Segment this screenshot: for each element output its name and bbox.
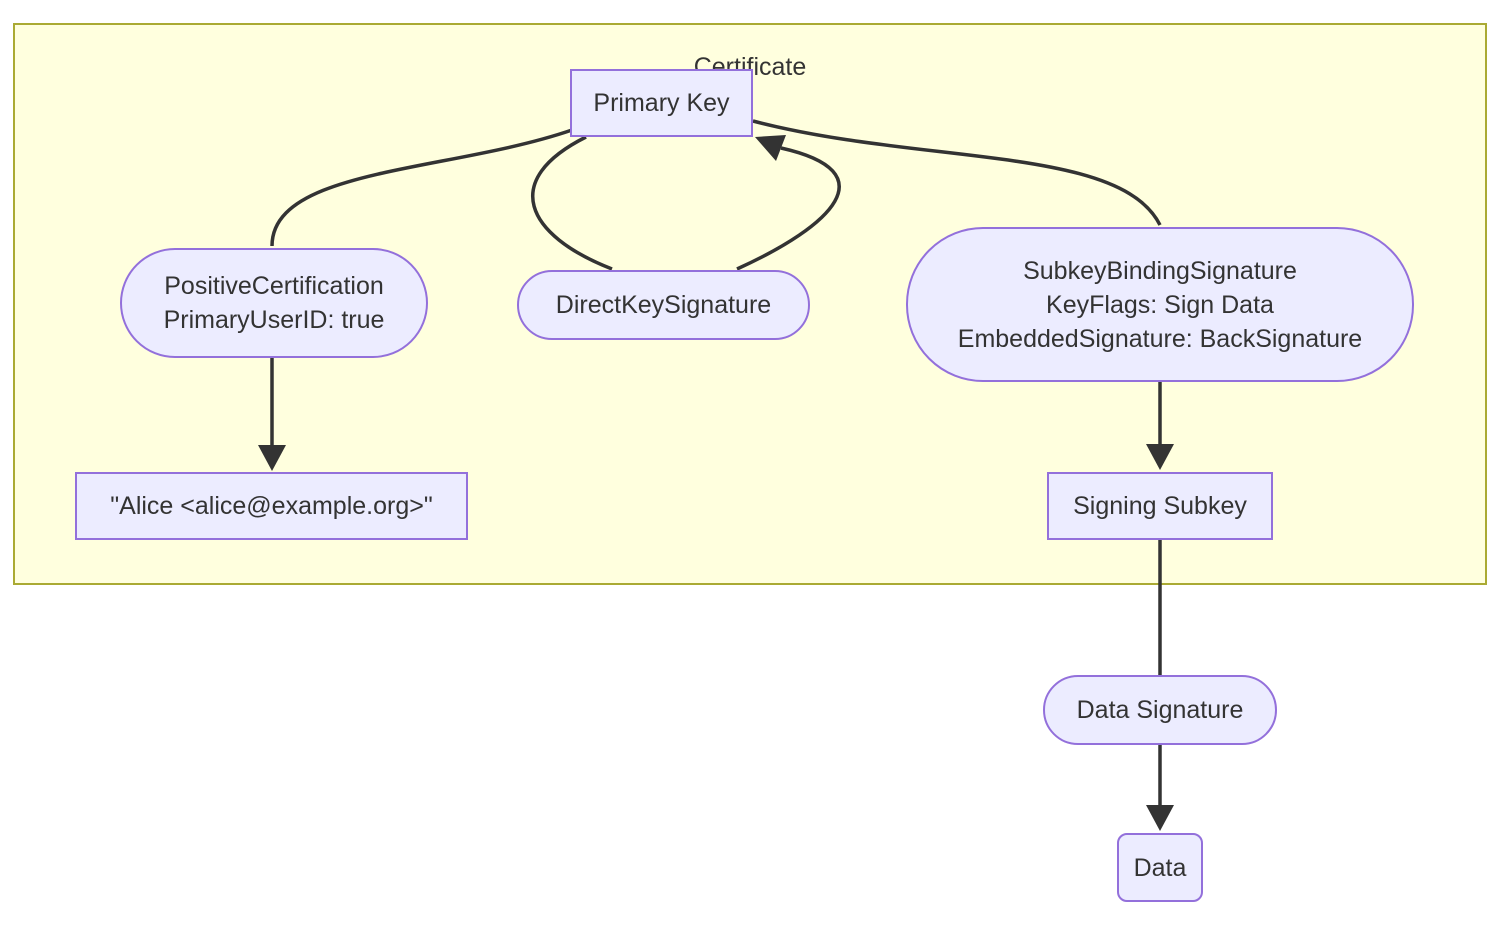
edge-primary-key--subkey-binding-signature xyxy=(752,119,1162,226)
node-signing-subkey: Signing Subkey xyxy=(1047,472,1273,540)
node-user-id: "Alice <alice@example.org>" xyxy=(75,472,468,540)
node-label-line: PrimaryUserID: true xyxy=(163,306,385,334)
node-data-signature: Data Signature xyxy=(1043,675,1277,745)
node-label: Signing Subkey xyxy=(1073,492,1247,520)
node-label: "Alice <alice@example.org>" xyxy=(110,492,433,520)
node-primary-key: Primary Key xyxy=(570,69,753,137)
node-subkey-binding-signature: SubkeyBindingSignature KeyFlags: Sign Da… xyxy=(906,227,1414,382)
arrowhead-into-user-id xyxy=(258,445,286,471)
arrowhead-into-primary-key xyxy=(755,135,786,161)
edge-primary-key--direct-key-signature xyxy=(531,135,613,271)
edge-primary-key--positive-certification xyxy=(270,128,573,247)
node-label: Primary Key xyxy=(593,89,730,117)
node-label-line: PositiveCertification xyxy=(164,272,384,300)
node-label: Data Signature xyxy=(1076,696,1244,724)
node-label: DirectKeySignature xyxy=(555,291,772,319)
node-label-line: KeyFlags: Sign Data xyxy=(1046,290,1274,319)
node-label: Data xyxy=(1133,853,1187,882)
node-positive-certification: PositiveCertification PrimaryUserID: tru… xyxy=(120,248,428,358)
node-label-line: SubkeyBindingSignature xyxy=(1023,256,1297,285)
node-data: Data xyxy=(1117,833,1203,902)
arrowhead-into-data xyxy=(1146,805,1174,831)
edge-direct-key-signature--primary-key xyxy=(736,146,841,271)
node-direct-key-signature: DirectKeySignature xyxy=(517,270,810,340)
node-label-line: EmbeddedSignature: BackSignature xyxy=(957,324,1363,353)
arrowhead-into-signing-subkey xyxy=(1146,444,1174,470)
